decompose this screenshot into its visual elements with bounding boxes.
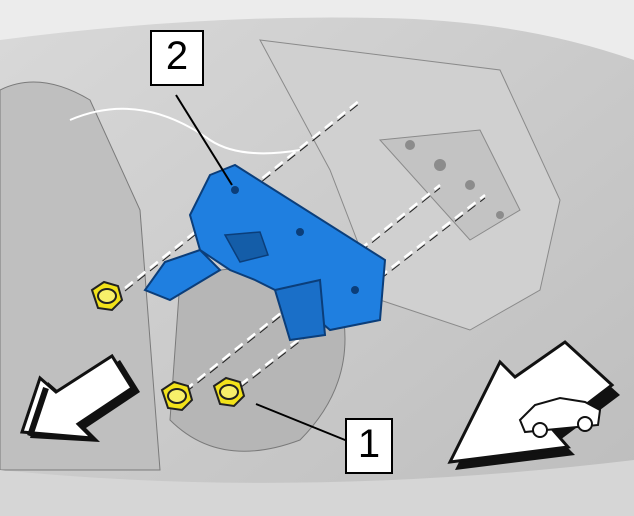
direction-arrow-icon: [19, 353, 140, 442]
bracket-hook: [143, 248, 222, 302]
bracket-hole: [351, 286, 359, 294]
callout-1-label: 1: [345, 418, 393, 474]
bracket-hole: [296, 228, 304, 236]
nut: [90, 280, 124, 312]
mount-hole: [465, 180, 475, 190]
mount-hole: [405, 140, 415, 150]
bottom-edge: [0, 460, 634, 516]
bracket-hole: [231, 186, 239, 194]
latch-bracket: [143, 163, 387, 342]
leader-line-2: [175, 94, 233, 186]
trunk-panel: [259, 39, 561, 331]
callout-2-label: 2: [150, 30, 204, 86]
leader-line-1: [255, 403, 351, 443]
mount-plate: [378, 129, 521, 241]
bracket-tab: [273, 278, 327, 342]
nuts: [90, 280, 246, 412]
nut: [212, 376, 246, 408]
mount-hole: [434, 159, 446, 171]
alignment-line: [239, 194, 486, 386]
vehicle-front-icon: [447, 340, 620, 470]
cable-line: [69, 107, 301, 155]
mount-hole: [496, 211, 504, 219]
nut: [160, 380, 194, 412]
upper-panel: [0, 0, 634, 60]
latch-mechanism: [223, 231, 269, 263]
alignment-line: [239, 197, 486, 389]
